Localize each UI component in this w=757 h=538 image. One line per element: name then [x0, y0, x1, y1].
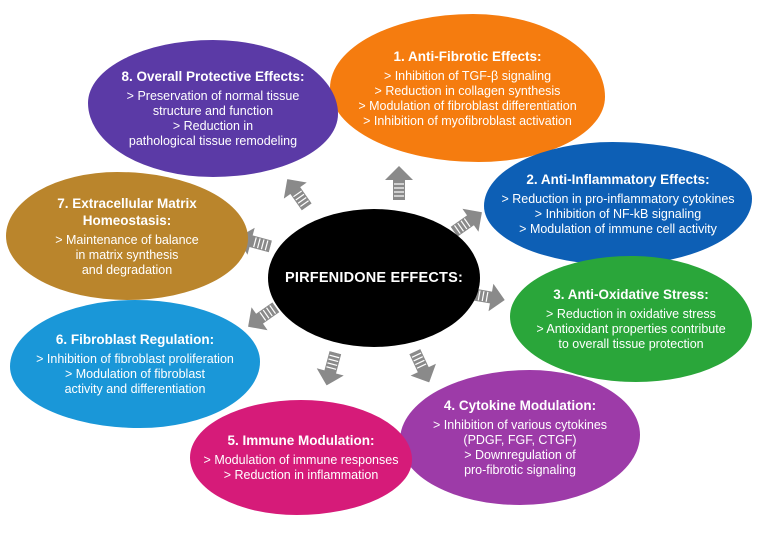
box-line: activity and differentiation — [64, 382, 206, 396]
box-title: 3. Anti-Oxidative Stress: — [553, 287, 709, 302]
box-line: > Inhibition of TGF-β signaling — [383, 68, 552, 83]
box-title: 2. Anti-Inflammatory Effects: — [526, 171, 710, 187]
box-line: to overall tissue protection — [558, 337, 704, 351]
box-title: 5. Immune Modulation: — [227, 433, 375, 448]
box-title: 7. Extracellular Matrix Homeostasis: — [57, 195, 197, 228]
arrow-to-immune — [313, 348, 349, 390]
box-line: > Modulation of fibroblast differentiati… — [358, 98, 577, 113]
box-protective: 8. Overall Protective Effects: > Preserv… — [88, 40, 338, 177]
box-line: > Preservation of normal tissue — [126, 89, 300, 103]
box-line: in matrix synthesis — [75, 247, 179, 262]
box-line: > Inhibition of various cytokines — [432, 418, 608, 432]
box-immune: 5. Immune Modulation: > Modulation of im… — [190, 400, 412, 515]
box-fibroblast: 6. Fibroblast Regulation: > Inhibition o… — [10, 300, 260, 428]
box-line: pro-fibrotic signaling — [464, 463, 576, 477]
box-line: > Inhibition of NF-kB signaling — [534, 206, 702, 221]
arrow-to-anti-fibrotic — [385, 166, 413, 200]
box-line: > Reduction in oxidative stress — [546, 307, 716, 321]
box-title: 4. Cytokine Modulation: — [443, 398, 597, 413]
arrow-to-protective — [275, 171, 319, 215]
box-line: (PDGF, FGF, CTGF) — [463, 433, 577, 447]
box-anti-inflammatory: 2. Anti-Inflammatory Effects: > Reductio… — [484, 142, 752, 265]
box-line: structure and function — [152, 104, 274, 118]
box-line: > Reduction in inflammation — [223, 468, 379, 482]
center-label: PIRFENIDONE EFFECTS: — [268, 209, 480, 347]
box-line: > Maintenance of balance — [55, 232, 199, 247]
box-ecm: 7. Extracellular Matrix Homeostasis: > M… — [6, 172, 248, 300]
box-line: > Modulation of immune cell activity — [519, 221, 717, 236]
box-line: > Inhibition of myofibroblast activation — [363, 113, 572, 128]
box-title: 8. Overall Protective Effects: — [121, 69, 305, 84]
box-line: > Reduction in pro-inflammatory cytokine… — [501, 191, 735, 206]
box-title: 1. Anti-Fibrotic Effects: — [393, 48, 542, 64]
box-line: > Modulation of fibroblast — [64, 367, 205, 381]
box-line: > Downregulation of — [464, 448, 576, 462]
box-line: > Modulation of immune responses — [203, 453, 399, 467]
box-anti-fibrotic: 1. Anti-Fibrotic Effects: > Inhibition o… — [330, 14, 605, 162]
arrow-to-cytokine — [402, 345, 442, 389]
box-title: 6. Fibroblast Regulation: — [55, 332, 215, 347]
box-cytokine: 4. Cytokine Modulation: > Inhibition of … — [400, 370, 640, 505]
box-line: > Inhibition of fibroblast proliferation — [36, 352, 234, 366]
box-anti-oxidative: 3. Anti-Oxidative Stress: > Reduction in… — [510, 256, 752, 382]
box-line: > Reduction in collagen synthesis — [374, 83, 561, 98]
box-line: > Antioxidant properties contribute — [536, 322, 726, 336]
box-line: > Reduction in — [172, 119, 254, 133]
box-line: and degradation — [81, 262, 173, 277]
box-line: pathological tissue remodeling — [128, 134, 298, 148]
